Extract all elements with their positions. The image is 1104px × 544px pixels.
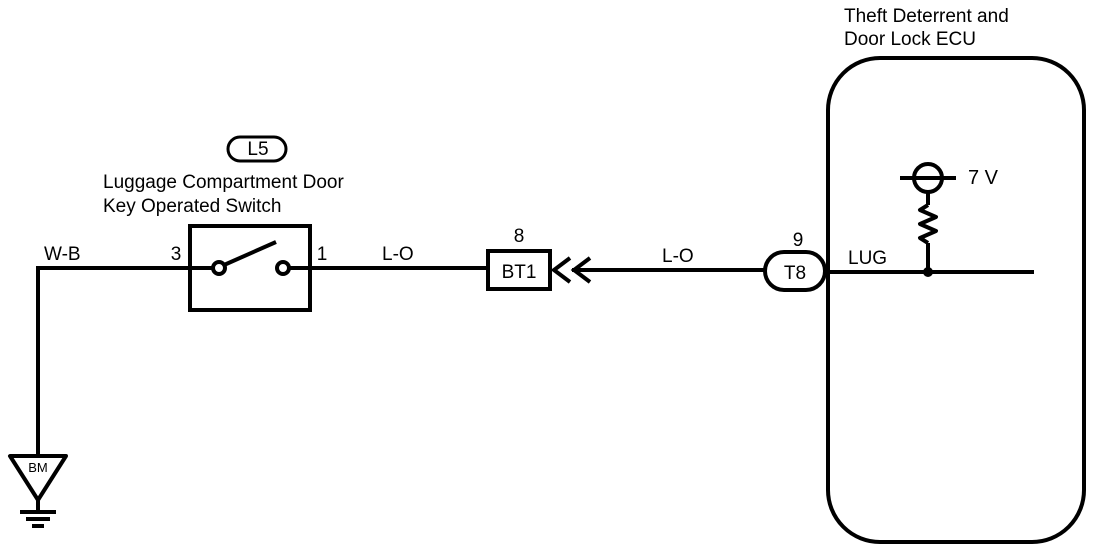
t8-label: T8 [784, 263, 806, 284]
voltage-label: 7 V [968, 167, 999, 189]
switch-pin-right: 1 [317, 244, 328, 265]
switch-name-line1: Luggage Compartment Door [103, 172, 344, 193]
wire-ground [36, 266, 190, 456]
wire-ground-label: W-B [44, 244, 81, 265]
bt1-pin-number: 8 [514, 226, 525, 247]
resistor-icon [918, 203, 938, 245]
voltage-supply-icon [900, 162, 956, 205]
wire-switch-bt1-label: L-O [382, 244, 414, 265]
connector-chevron-icon [570, 256, 592, 284]
ground-label: BM [28, 460, 48, 475]
switch-name-line2: Key Operated Switch [103, 196, 281, 217]
switch-connector-badge [226, 135, 288, 163]
ecu-title-line1: Theft Deterrent and [844, 6, 1009, 27]
bt1-connector [486, 249, 552, 291]
ground-icon [8, 454, 68, 528]
switch-pin-left: 3 [171, 244, 182, 265]
ecu-box [826, 56, 1086, 544]
switch-connector-id: L5 [247, 139, 268, 160]
connector-chevron-icon [550, 256, 572, 284]
bt1-label: BT1 [502, 262, 537, 283]
ecu-terminal-label: LUG [848, 248, 887, 269]
wire-t8-bt1-label: L-O [662, 246, 694, 267]
t8-pin-number: 9 [793, 230, 804, 251]
switch-contact-icon [190, 240, 310, 276]
ecu-title-line2: Door Lock ECU [844, 29, 976, 50]
